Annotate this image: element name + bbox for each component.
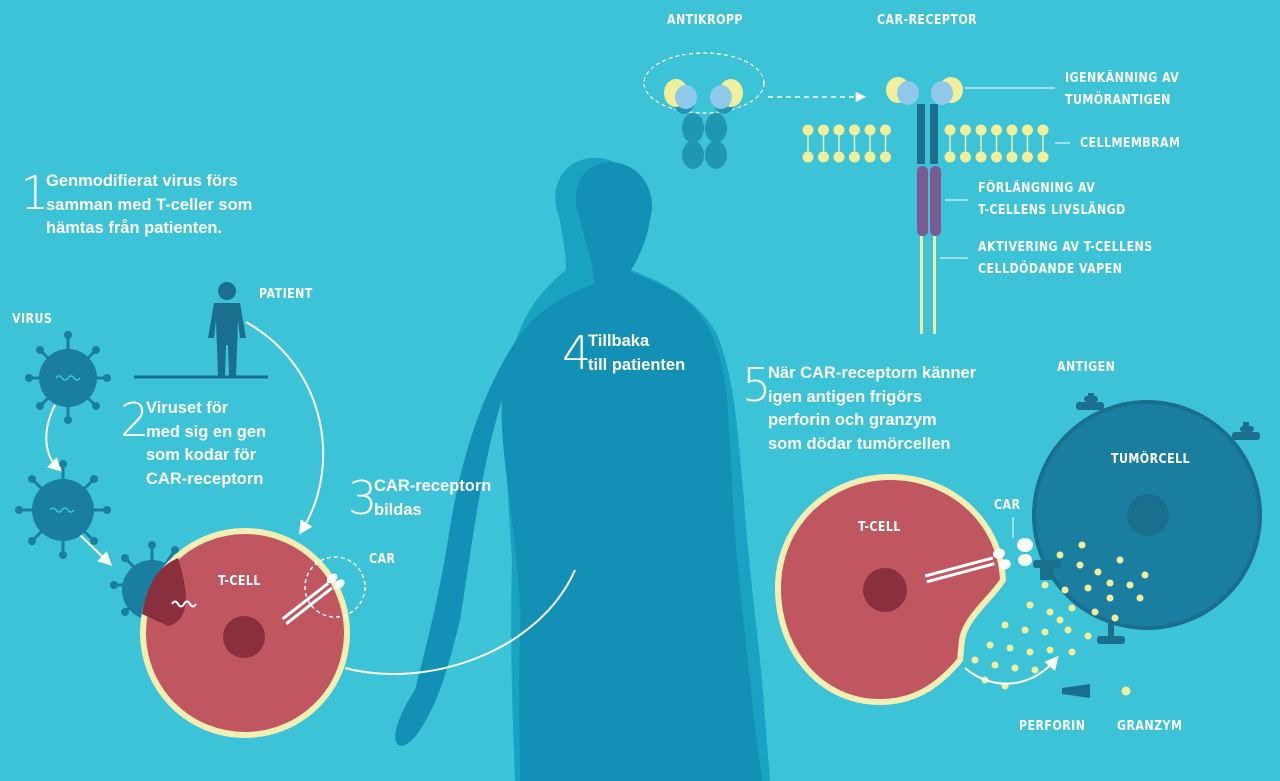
granzym-label: GRANZYM xyxy=(1117,719,1183,734)
car-right-label: CAR xyxy=(994,498,1021,513)
virus-top xyxy=(25,331,111,424)
t-cell-right-label: T-CELL xyxy=(858,520,901,535)
patient-figure xyxy=(134,282,268,379)
perforin-label: PERFORIN xyxy=(1019,719,1086,734)
virus-label: VIRUS xyxy=(12,312,53,327)
step-3-number: 3 xyxy=(348,471,378,525)
antigen-label: ANTIGEN xyxy=(1057,360,1116,375)
tumorcell-label: TUMÖRCELL xyxy=(1111,452,1190,467)
cellmembram-label: CELLMEMBRAM xyxy=(1080,136,1181,151)
patient-label: PATIENT xyxy=(259,287,313,302)
step-2-number: 2 xyxy=(120,393,150,447)
tumor-cell xyxy=(1032,393,1262,644)
car-receptor-label: CAR-RECEPTOR xyxy=(877,13,978,28)
t-cell-left xyxy=(110,528,366,738)
virus-middle xyxy=(15,460,111,559)
t-cell-right xyxy=(775,474,1149,705)
step-4-number: 4 xyxy=(562,326,592,380)
antibody xyxy=(643,52,765,169)
t-cell-left-label: T-CELL xyxy=(218,574,261,589)
car-receptor-diagram xyxy=(802,77,1070,334)
antikropp-label: ANTIKROPP xyxy=(667,13,743,28)
step-1-number: 1 xyxy=(20,166,50,220)
car-left-label: CAR xyxy=(369,552,396,567)
human-figure xyxy=(395,157,770,781)
step-5-number: 5 xyxy=(742,358,772,412)
